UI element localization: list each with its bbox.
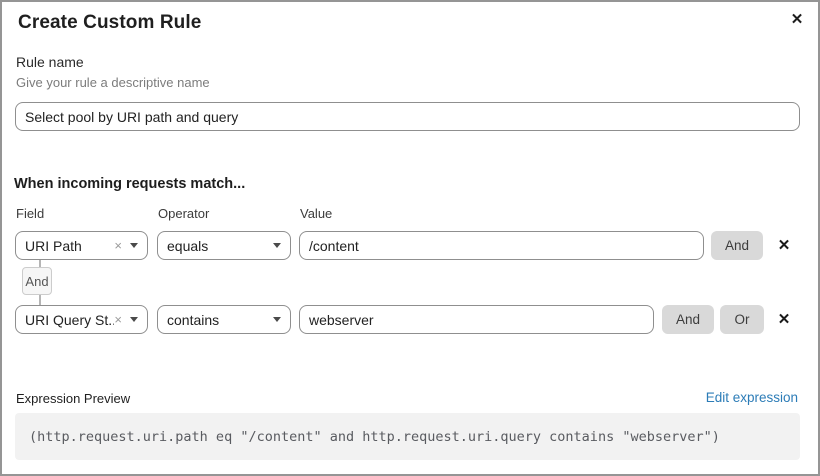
row2-operator-value: contains <box>167 311 220 328</box>
row2-operator-select[interactable]: contains <box>157 305 291 334</box>
field-column-label: Field <box>16 206 45 221</box>
chevron-down-icon[interactable] <box>273 317 281 322</box>
chevron-down-icon[interactable] <box>130 243 138 248</box>
row1-value-input[interactable] <box>299 231 704 260</box>
connector-line <box>39 295 41 306</box>
expression-preview-label: Expression Preview <box>16 391 131 406</box>
and-connector-badge: And <box>22 267 52 295</box>
connector-line <box>39 260 41 268</box>
row2-field-value: URI Query St... <box>25 311 115 328</box>
rule-name-input[interactable] <box>15 102 800 131</box>
match-section-heading: When incoming requests match... <box>14 176 246 192</box>
row1-operator-select[interactable]: equals <box>157 231 291 260</box>
operator-column-label: Operator <box>158 206 210 221</box>
chevron-down-icon[interactable] <box>273 243 281 248</box>
close-icon[interactable]: ✕ <box>786 8 808 30</box>
edit-expression-link[interactable]: Edit expression <box>705 390 798 405</box>
row1-operator-value: equals <box>167 237 209 254</box>
row1-field-value: URI Path <box>25 237 82 254</box>
value-column-label: Value <box>300 206 333 221</box>
row2-remove-icon[interactable]: ✕ <box>775 310 793 328</box>
row2-field-clear-icon[interactable]: × <box>114 312 122 327</box>
row1-field-select[interactable]: URI Path × <box>15 231 148 260</box>
modal-title: Create Custom Rule <box>18 12 202 33</box>
row2-and-button[interactable]: And <box>662 305 714 334</box>
row2-value-input[interactable] <box>299 305 654 334</box>
row1-field-clear-icon[interactable]: × <box>114 238 122 253</box>
row2-field-select[interactable]: URI Query St... × <box>15 305 148 334</box>
row1-and-button[interactable]: And <box>711 231 763 260</box>
rule-name-label: Rule name <box>16 54 84 70</box>
row2-or-button[interactable]: Or <box>720 305 764 334</box>
row1-remove-icon[interactable]: ✕ <box>775 236 793 254</box>
rule-name-helper: Give your rule a descriptive name <box>16 75 210 90</box>
chevron-down-icon[interactable] <box>130 317 138 322</box>
expression-preview-code: (http.request.uri.path eq "/content" and… <box>15 413 800 460</box>
